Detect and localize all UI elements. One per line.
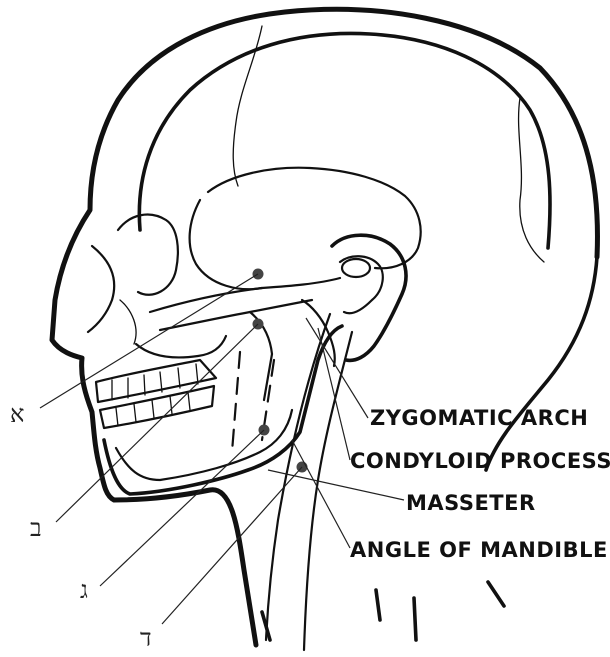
nasal-cavity — [120, 300, 136, 344]
nasal-bone — [88, 246, 114, 332]
leader-masseter — [268, 470, 404, 500]
term-label: ZYGOMATIC ARCH — [370, 406, 588, 430]
zygomatic-lower — [160, 300, 312, 330]
term-label: ANGLE OF MANDIBLE — [350, 538, 608, 562]
neck-back-mark — [376, 582, 504, 640]
neck-back — [486, 257, 597, 470]
answer-letter: ג — [80, 576, 88, 604]
teeth — [96, 360, 216, 428]
sphenoid — [190, 200, 262, 289]
orbit — [118, 215, 178, 295]
leader-d — [162, 467, 302, 624]
lambdoid-suture — [519, 98, 544, 262]
masseter-muscle — [232, 352, 274, 452]
leader-angle-of-mandible — [292, 440, 350, 548]
leader-g — [100, 430, 264, 586]
ear-canal — [342, 259, 370, 277]
cranium-outline — [139, 33, 550, 248]
answer-letter: ד — [140, 624, 152, 652]
maxilla — [136, 336, 226, 358]
temporal-bone — [208, 168, 421, 269]
ear-inner — [340, 256, 383, 313]
answer-letter: א — [10, 400, 24, 428]
ear-outer — [332, 235, 406, 360]
answer-letter: ב — [30, 514, 42, 542]
term-label: CONDYLOID PROCESS — [350, 449, 610, 473]
term-label: MASSETER — [406, 491, 536, 515]
